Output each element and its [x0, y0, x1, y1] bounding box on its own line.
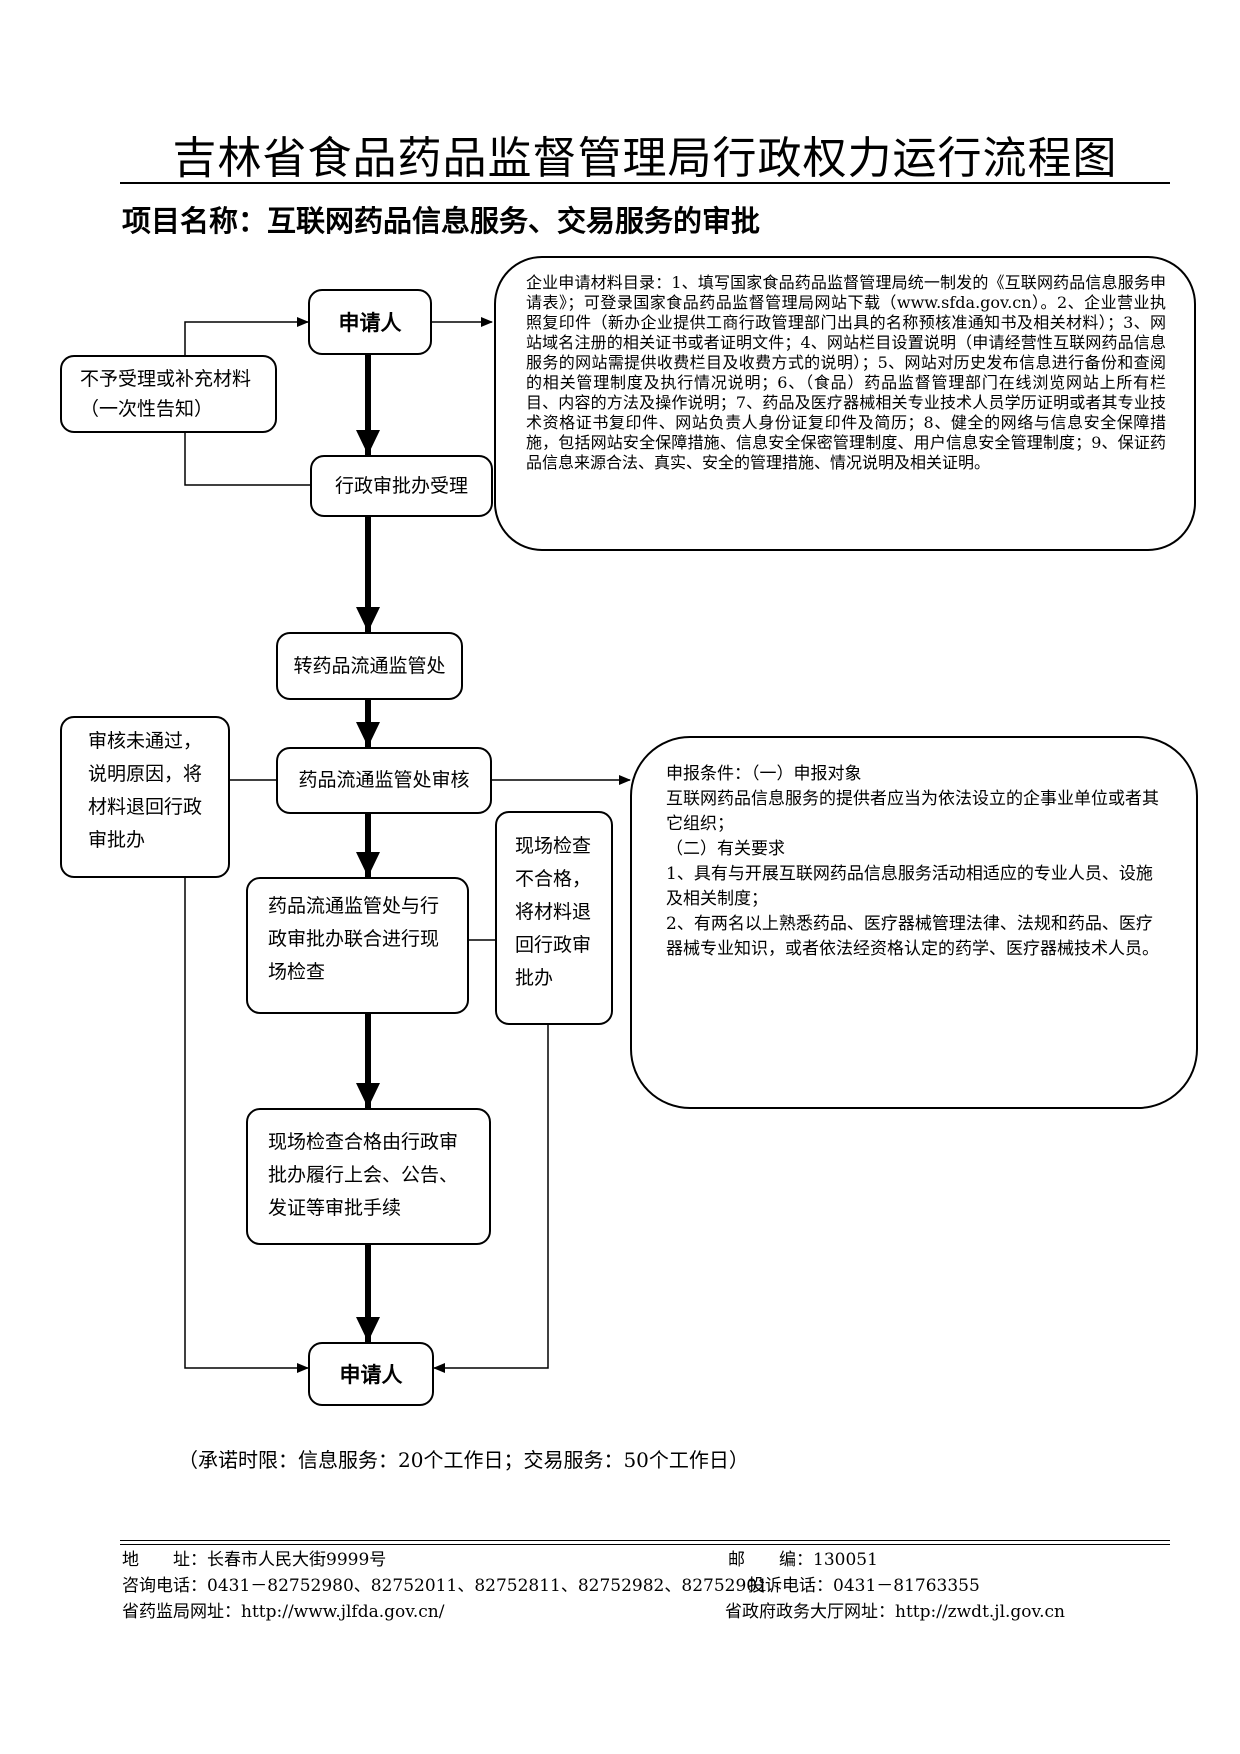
footer-bureau-site[interactable]: 省药监局网址：http://www.jlfda.gov.cn/ [122, 1602, 445, 1622]
conditions-line-3: （二）有关要求 [666, 839, 785, 859]
inspection-passed-label: 现场检查合格由行政审批办履行上会、公告、发证等审批手续 [268, 1131, 459, 1219]
reject-supplement-label: 不予受理或补充材料（一次性告知） [80, 368, 252, 420]
node-applicant-start: 申请人 [308, 289, 432, 355]
inspection-failed-label: 现场检查不合格，将材料退回行政审批办 [515, 835, 592, 989]
node-inspection-failed: 现场检查不合格，将材料退回行政审批办 [495, 811, 613, 1025]
loop-right-to-end [433, 1025, 549, 1373]
conditions-note: 申报条件：（一）申报对象 互联网药品信息服务的提供者应当为依法设立的企事业单位或… [630, 736, 1198, 1109]
footer-address: 地 址：长春市人民大街9999号 [122, 1550, 387, 1570]
joint-inspection-label: 药品流通监管处与行政审批办联合进行现场检查 [268, 895, 440, 983]
node-inspection-passed: 现场检查合格由行政审批办履行上会、公告、发证等审批手续 [246, 1108, 491, 1245]
node-review-failed: 审核未通过，说明原因，将材料退回行政审批办 [60, 716, 230, 878]
arrowhead-5 [356, 1083, 380, 1108]
footer-rule-top [120, 1540, 1170, 1541]
project-name: 项目名称：互联网药品信息服务、交易服务的审批 [122, 204, 761, 238]
materials-note-text: 企业申请材料目录：1、填写国家食品药品监督管理局统一制发的《互联网药品信息服务申… [526, 273, 1166, 472]
conditions-line-4: 1、具有与开展互联网药品信息服务活动相适应的专业人员、设施及相关制度； [666, 864, 1153, 909]
title-underline [120, 182, 1170, 184]
node-dept-review: 药品流通监管处审核 [276, 747, 492, 814]
node-applicant-end: 申请人 [308, 1342, 434, 1406]
arrowhead-2 [356, 607, 380, 632]
loop-left-to-end [184, 780, 309, 1373]
conditions-line-1: 申报条件：（一）申报对象 [666, 764, 862, 784]
node-reject-supplement: 不予受理或补充材料（一次性告知） [60, 355, 277, 433]
promise-time-limit: （承诺时限：信息服务：20个工作日；交易服务：50个工作日） [178, 1448, 749, 1472]
conditions-line-5: 2、有两名以上熟悉药品、医疗器械管理法律、法规和药品、医疗器械专业知识，或者依法… [666, 914, 1159, 959]
conditions-line-2: 互联网药品信息服务的提供者应当为依法设立的企事业单位或者其它组织； [666, 789, 1159, 834]
arrowhead-3 [356, 722, 380, 747]
footer-consult-phone: 咨询电话：0431－82752980、82752011、82752811、827… [122, 1576, 768, 1596]
node-admin-accept: 行政审批办受理 [310, 455, 493, 517]
arrowhead-1 [356, 430, 380, 455]
arrowhead-4 [356, 852, 380, 877]
page-title: 吉林省食品药品监督管理局行政权力运行流程图 [172, 133, 1118, 184]
arrowhead-6 [356, 1317, 380, 1342]
review-failed-label: 审核未通过，说明原因，将材料退回行政审批办 [88, 730, 203, 851]
materials-note: 企业申请材料目录：1、填写国家食品药品监督管理局统一制发的《互联网药品信息服务申… [494, 256, 1196, 551]
footer-complaint-phone: 投诉电话：0431－81763355 [748, 1576, 980, 1596]
footer-rule-bottom [120, 1544, 1170, 1545]
footer-gov-site[interactable]: 省政府政务大厅网址：http://zwdt.jl.gov.cn [725, 1602, 1065, 1622]
node-joint-inspection: 药品流通监管处与行政审批办联合进行现场检查 [246, 877, 469, 1014]
footer-postcode: 邮 编：130051 [728, 1550, 878, 1570]
node-transfer-dept: 转药品流通监管处 [276, 632, 463, 700]
